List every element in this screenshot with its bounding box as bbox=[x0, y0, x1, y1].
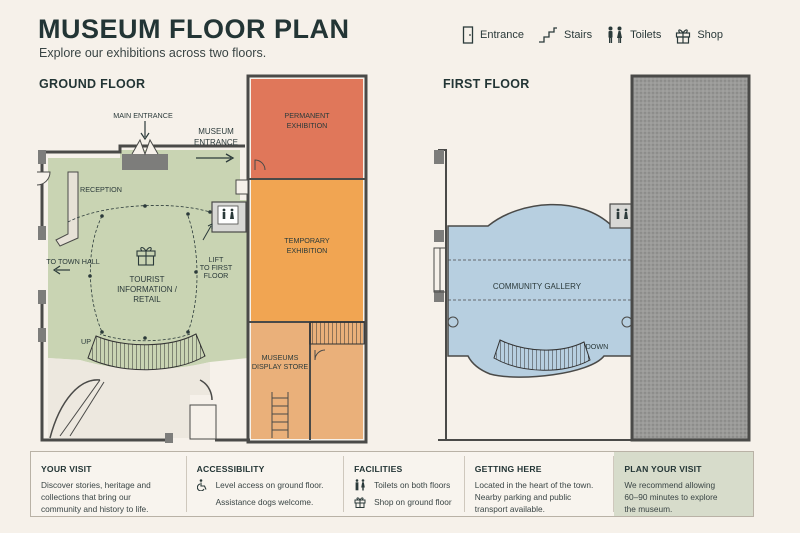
ground-floor-title: GROUND FLOOR bbox=[39, 77, 146, 91]
reception-label: RECEPTION bbox=[80, 185, 122, 194]
section-heading: YOUR VISIT bbox=[41, 464, 92, 474]
plan-visit-section: PLAN YOUR VISIT We recommend allowing 60… bbox=[614, 452, 753, 516]
community-gallery bbox=[447, 203, 633, 378]
accessibility-row: Level access on ground floor. bbox=[196, 479, 334, 491]
town-hall-label: TO TOWN HALL bbox=[46, 257, 100, 266]
permanent-label-1: PERMANENT bbox=[284, 111, 330, 120]
section-heading: PLAN YOUR VISIT bbox=[624, 464, 702, 474]
legend-entrance: Entrance bbox=[462, 26, 524, 44]
info-line: 60–90 minutes to explore bbox=[624, 492, 718, 502]
info-line: Toilets on both floors bbox=[374, 480, 451, 490]
lift-label-3: FLOOR bbox=[204, 271, 229, 280]
info-line: We recommend allowing bbox=[624, 480, 716, 490]
tourist-label-2: INFORMATION / bbox=[117, 285, 178, 294]
section-heading: GETTING HERE bbox=[474, 464, 542, 474]
facilities-row: Toilets on both floors bbox=[354, 479, 454, 491]
lower-lobby bbox=[48, 358, 210, 438]
community-gallery-label: COMMUNITY GALLERY bbox=[493, 282, 582, 291]
legend-label: Entrance bbox=[480, 29, 525, 41]
lift-label-2: TO FIRST bbox=[200, 263, 233, 272]
info-line: Nearby parking and public bbox=[474, 492, 572, 502]
info-line: community and history to life. bbox=[41, 504, 149, 514]
info-line: transport available. bbox=[474, 504, 545, 514]
door-icon bbox=[462, 26, 474, 44]
accessibility-section: ACCESSIBILITY Level access on ground flo… bbox=[187, 456, 345, 512]
gift-icon bbox=[136, 247, 156, 266]
ground-hall-area bbox=[48, 150, 248, 370]
page-title: MUSEUM FLOOR PLAN bbox=[38, 14, 350, 44]
temporary-label-2: EXHIBITION bbox=[287, 246, 328, 255]
main-entrance-label: MAIN ENTRANCE bbox=[113, 111, 173, 120]
temporary-label-1: TEMPORARY bbox=[284, 236, 330, 245]
museum-entrance-label-2: ENTRANCE bbox=[194, 138, 238, 147]
facilities-row: Shop on ground floor bbox=[354, 496, 454, 508]
wheelchair-icon bbox=[196, 479, 207, 491]
toilets-icon bbox=[222, 208, 234, 219]
section-heading: ACCESSIBILITY bbox=[196, 464, 265, 474]
legend-shop: Shop bbox=[675, 27, 723, 44]
getting-here-section: GETTING HERE Located in the heart of the… bbox=[465, 456, 615, 514]
main-entrance-door bbox=[122, 154, 168, 170]
your-visit-section: YOUR VISIT Discover stories, heritage an… bbox=[31, 456, 187, 514]
toilets-icon bbox=[355, 479, 365, 491]
museum-entrance-label-1: MUSEUM bbox=[198, 127, 234, 136]
down-label: DOWN bbox=[586, 342, 609, 351]
store-label-1: MUSEUMS bbox=[262, 353, 299, 362]
legend-label: Shop bbox=[697, 29, 724, 41]
legend-label: Stairs bbox=[564, 29, 593, 41]
info-panel: YOUR VISIT Discover stories, heritage an… bbox=[30, 451, 754, 517]
info-line: collections that bring our bbox=[41, 492, 131, 502]
first-floor-title: FIRST FLOOR bbox=[443, 77, 530, 91]
tourist-label-1: TOURIST bbox=[130, 275, 165, 284]
temporary-exhibition bbox=[251, 179, 363, 322]
info-line: the museum. bbox=[624, 504, 673, 514]
gift-icon bbox=[354, 497, 366, 508]
facilities-section: FACILITIES Toilets on both floors Shop o… bbox=[344, 456, 465, 512]
legend-stairs: Stairs bbox=[538, 27, 592, 43]
gift-icon bbox=[676, 28, 691, 44]
floor-plan-map: MAIN ENTRANCE MUSEUM ENTRANCE RECEPTION … bbox=[36, 74, 751, 444]
information-ring bbox=[67, 205, 211, 342]
toilets-icon bbox=[616, 208, 628, 219]
permanent-label-2: EXHIBITION bbox=[287, 121, 328, 130]
info-line: Shop on ground floor bbox=[374, 497, 452, 507]
up-label: UP bbox=[81, 337, 91, 346]
section-heading: FACILITIES bbox=[354, 464, 403, 474]
stairs-icon bbox=[539, 27, 558, 43]
permanent-exhibition bbox=[251, 79, 363, 179]
legend-toilets: Toilets bbox=[606, 26, 661, 44]
toilets-icon bbox=[608, 26, 623, 43]
legend-label: Toilets bbox=[630, 29, 662, 41]
info-line: Level access on ground floor. bbox=[215, 480, 324, 490]
reception-desk bbox=[55, 171, 79, 247]
info-line: Discover stories, heritage and bbox=[41, 480, 151, 490]
store-label-2: DISPLAY STORE bbox=[252, 362, 309, 371]
tourist-label-3: RETAIL bbox=[133, 295, 161, 304]
ground-curved-stairs bbox=[87, 333, 206, 371]
legend: Entrance Stairs Toilets Shop bbox=[462, 26, 737, 44]
first-floor-plan: COMMUNITY GALLERY DOWN bbox=[433, 74, 751, 442]
first-floor-closed-area bbox=[630, 74, 751, 442]
ground-floor-plan: MAIN ENTRANCE MUSEUM ENTRANCE RECEPTION … bbox=[36, 74, 368, 444]
info-line: Located in the heart of the town. bbox=[474, 480, 594, 490]
lift-label-1: LIFT bbox=[209, 255, 224, 264]
page-subtitle: Explore our exhibitions across two floor… bbox=[39, 46, 267, 60]
info-line: Assistance dogs welcome. bbox=[215, 497, 314, 507]
first-curved-stairs bbox=[493, 339, 591, 371]
